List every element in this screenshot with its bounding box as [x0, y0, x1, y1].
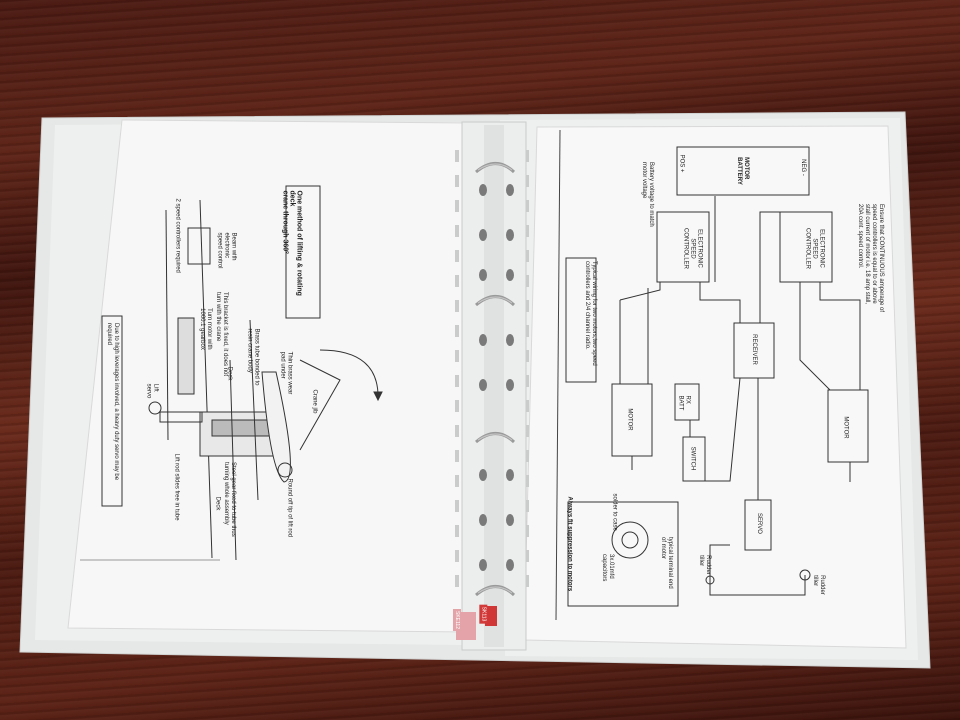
label-motor-right: MOTOR	[842, 416, 849, 439]
label-motor-left: MOTOR	[626, 408, 633, 431]
leverage-note-box	[101, 315, 123, 507]
motor-battery-box	[676, 146, 810, 196]
left-punch-holes	[455, 150, 459, 587]
label-lift-servo: Lift servo	[145, 383, 159, 399]
label-motor-battery: MOTOR BATTERY	[735, 157, 749, 185]
label-beam: Beam with electronic speed control	[216, 232, 237, 269]
label-capacitors: 3x.01mfd capacitors	[601, 554, 614, 582]
right-punch-holes	[525, 150, 529, 587]
turn-motor	[177, 317, 195, 395]
label-crane-jib: Crane jib	[311, 389, 318, 414]
label-rudder-tiller-2: Rudder tiller	[811, 575, 825, 595]
label-brass-tube: Brass tube bonded to resin crane body	[246, 328, 260, 386]
spine-holes	[479, 184, 514, 571]
rx-batt-box	[674, 383, 700, 421]
typical-wiring-box	[565, 257, 597, 383]
label-deck-bottom: Deck	[214, 496, 221, 511]
label-switch: SWITCH	[689, 446, 696, 471]
label-suppression-title: Always fit suppression to motors	[566, 496, 573, 592]
switch-box	[682, 436, 706, 482]
speed-control-box	[187, 227, 211, 265]
heading-box	[285, 185, 321, 319]
label-bracket: This bracket is fixed, it does not turn …	[215, 292, 228, 377]
label-esc-right: ELECTRONIC SPEED CONTROLLER	[804, 227, 825, 269]
label-solder-case: solder to case	[611, 493, 618, 531]
crane-diagram	[80, 185, 383, 561]
left-heading: One method of lifting & rotating deck cr…	[281, 190, 303, 296]
label-two-speed: 2 speed controllers required	[174, 198, 181, 273]
label-pos: POS +	[678, 154, 685, 173]
motor-right-box	[827, 389, 869, 463]
label-round-off: Round off tip of lift rod	[286, 478, 293, 538]
wiring-diagram	[555, 129, 869, 621]
ring-mechanism	[484, 125, 504, 647]
receiver-box	[733, 322, 775, 379]
label-receiver: RECEIVER	[750, 334, 757, 365]
label-lift-rod: Lift rod slides free in tube	[173, 453, 180, 521]
label-typical-wiring: Typical wiring for two motors,two speed …	[584, 261, 597, 366]
beam-line	[199, 199, 213, 559]
sticker-right: SK113	[479, 604, 488, 624]
label-continuous-note: Ensure that CONTINUOUS amperage of speed…	[857, 204, 884, 313]
crane-jib-shape	[261, 371, 291, 483]
label-esc-left: ELECTRONIC SPEED CONTROLLER	[682, 227, 703, 269]
label-battery-voltage: Battery voltage to match motor voltage	[641, 162, 654, 227]
label-steel-gear: Steel gear fixed to tube thus turning wh…	[223, 462, 236, 537]
label-typical-terminal: typical terminal end of motor	[660, 537, 673, 589]
suppression-box	[567, 501, 679, 607]
sticker-left: SKE112	[452, 609, 461, 631]
right-paper	[523, 125, 907, 649]
label-rx-batt: RX BATT	[677, 395, 691, 411]
label-servo: SERVO	[755, 513, 762, 534]
label-rudder-tiller-1: Rudder tiller	[697, 555, 711, 575]
esc-right-box	[779, 211, 833, 283]
label-leverage-note: Due to high leverages involved, a heavy …	[106, 323, 119, 481]
label-turn-motor: Turn motor with 1000:1 gearbox	[198, 308, 212, 350]
red-label-right	[485, 606, 497, 626]
esc-left-box	[656, 211, 710, 283]
label-thin-brass: Thin brass wear pad under	[279, 351, 293, 395]
pink-label-left	[456, 612, 476, 640]
label-neg: NEG -	[799, 159, 806, 176]
